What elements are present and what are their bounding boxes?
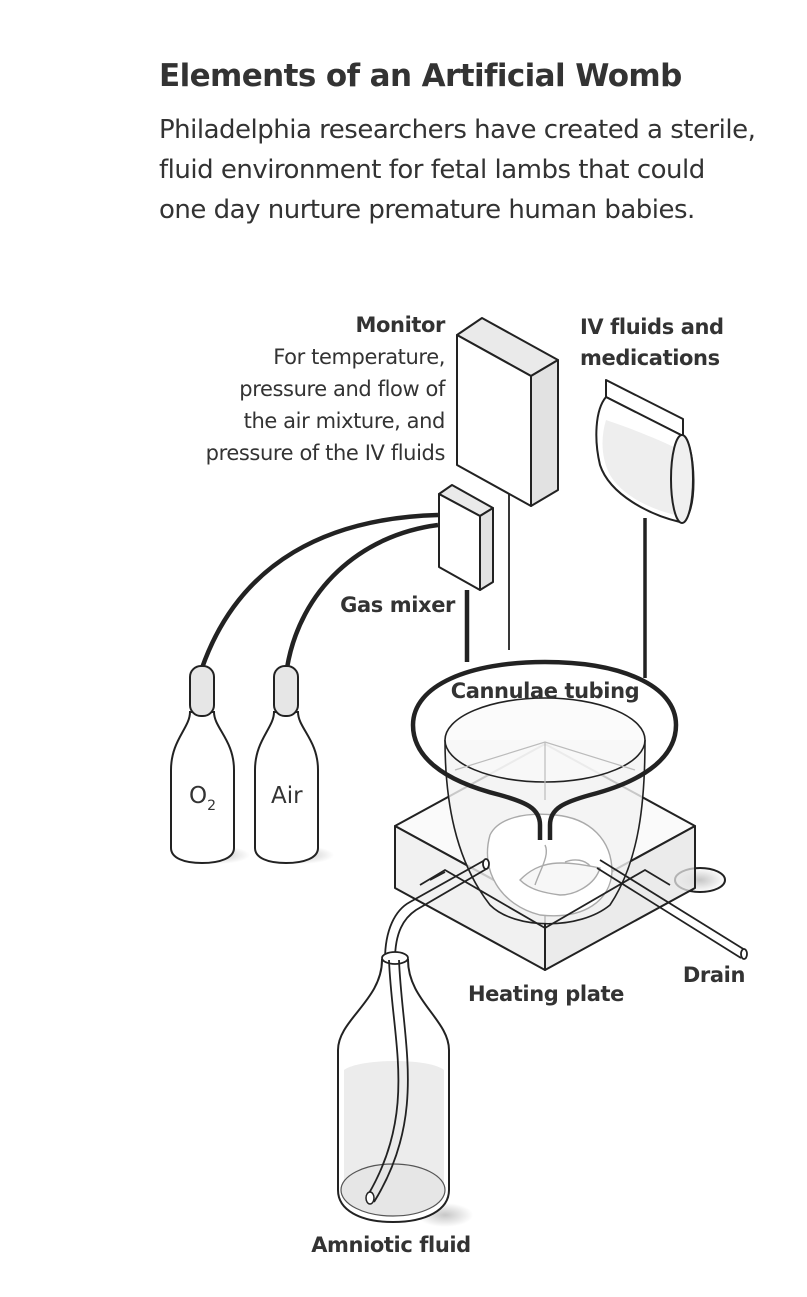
monitor-description-line: For temperature, — [273, 345, 445, 369]
iv-fluids-label: medications — [580, 346, 720, 370]
o2-tank-label: O2 — [189, 783, 216, 814]
gas-mixer-device — [438, 484, 494, 591]
diagram-subtitle: Philadelphia researchers have created a … — [159, 115, 756, 225]
air-hose — [284, 522, 439, 669]
amniotic-fluid-bottle — [337, 951, 473, 1227]
cannulae-tubing-loop — [410, 659, 679, 840]
air-tank — [254, 665, 334, 865]
air-tank-label: Air — [271, 783, 303, 809]
monitor-device — [456, 317, 559, 507]
iv-fluids-label: IV fluids and — [580, 315, 724, 339]
diagram-title: Elements of an Artificial Womb — [159, 58, 682, 94]
amniotic-fluid-label: Amniotic fluid — [311, 1233, 471, 1257]
cannulae-tubing-label: Cannulae tubing — [451, 679, 640, 703]
monitor-description-line: pressure and flow of — [239, 377, 446, 401]
monitor-label: Monitor — [356, 313, 447, 337]
iv-bag — [595, 379, 695, 524]
o2-hose — [199, 512, 439, 669]
monitor-description-line: pressure of the IV fluids — [206, 441, 445, 465]
o2-tank — [170, 665, 250, 865]
fetal-lamb — [486, 813, 613, 917]
heating-plate-label: Heating plate — [468, 982, 624, 1006]
drain-label: Drain — [683, 963, 745, 987]
monitor-description-line: the air mixture, and — [244, 409, 445, 433]
heating-plate-channels — [419, 868, 671, 930]
gas-mixer-label: Gas mixer — [340, 593, 456, 617]
